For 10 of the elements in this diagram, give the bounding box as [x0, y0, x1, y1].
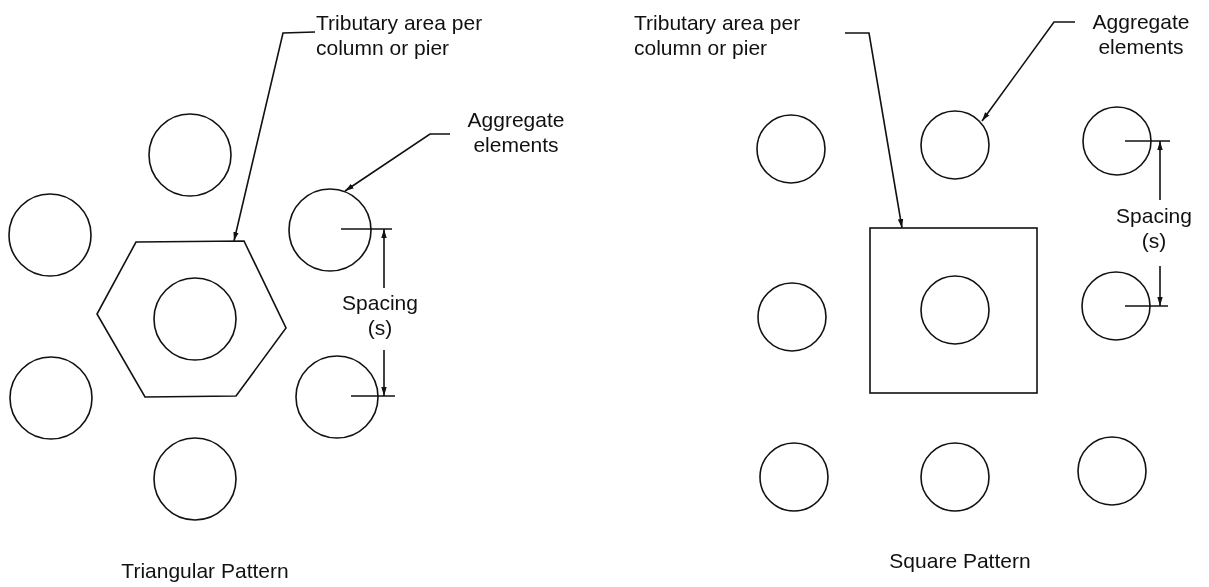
leader-line: [981, 21, 1076, 122]
callout-text: Aggregate elements: [451, 107, 581, 157]
leader-line: [844, 32, 904, 229]
callout-text: Aggregate elements: [1076, 9, 1206, 59]
leader-line: [233, 31, 316, 242]
pattern-caption: Square Pattern: [888, 548, 1032, 573]
callout-text: Tributary area per column or pier: [634, 10, 844, 60]
leader-line: [344, 133, 451, 192]
pattern-caption: Triangular Pattern: [120, 558, 290, 583]
callout-text: Tributary area per column or pier: [316, 10, 526, 60]
